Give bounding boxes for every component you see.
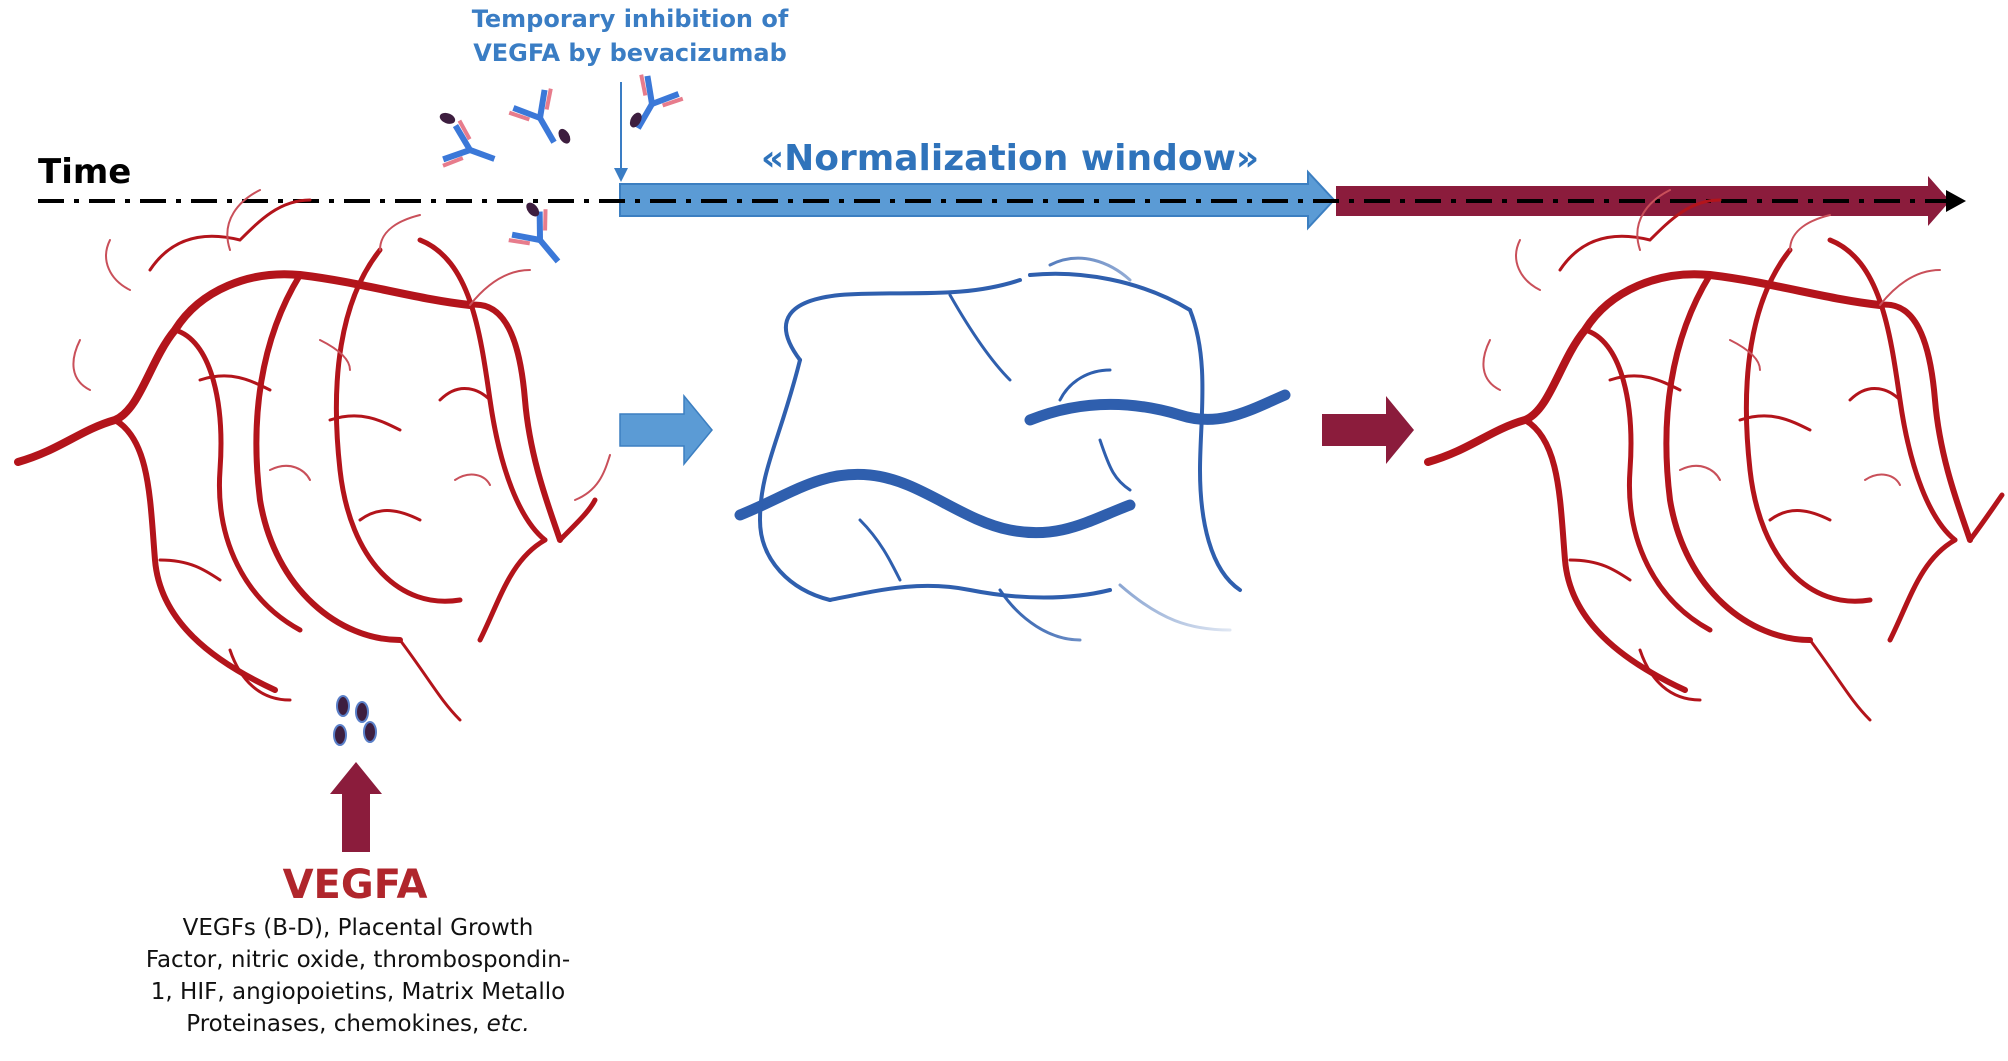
blood-vessel-network xyxy=(14,189,611,722)
factors-line-2: Factor, nitric oxide, thrombospondin- xyxy=(145,947,571,973)
inhibition-label: Temporary inhibition of VEGFA by bevaciz… xyxy=(440,2,820,70)
vegf-particle-icon xyxy=(333,695,377,746)
factors-line-1: VEGFs (B-D), Placental Growth xyxy=(182,915,534,941)
normalization-arrow xyxy=(619,393,713,467)
revascularized-vessel-network xyxy=(1424,189,2005,722)
antibody-icon xyxy=(508,202,561,264)
antibody-icon xyxy=(439,112,496,168)
inhibition-label-line1: Temporary inhibition of xyxy=(471,5,789,33)
time-axis-arrowhead xyxy=(1946,190,1966,212)
factors-line-4-italic: etc. xyxy=(486,1011,530,1037)
factors-line-3: 1, HIF, angiopoietins, Matrix Metallo xyxy=(150,979,566,1005)
angiogenic-factors-text: VEGFs (B-D), Placental Growth Factor, ni… xyxy=(138,912,578,1040)
inhibition-pointer xyxy=(614,82,628,182)
timeline xyxy=(38,169,1966,231)
inhibition-label-line2: VEGFA by bevacizumab xyxy=(473,39,787,67)
relapse-transition-arrow xyxy=(1322,396,1414,464)
factors-line-4: Proteinases, chemokines, etc. xyxy=(138,1008,578,1040)
vegfa-label: VEGFA xyxy=(282,862,428,908)
normalization-window-label: «Normalization window» xyxy=(760,138,1260,179)
time-label: Time xyxy=(38,152,132,192)
antibody-icon xyxy=(629,74,684,130)
vegfa-up-arrow xyxy=(330,762,382,852)
antibody-icon xyxy=(508,88,571,144)
factors-line-4-main: Proteinases, chemokines, xyxy=(186,1011,480,1037)
normalized-vessel-network xyxy=(734,256,1291,642)
